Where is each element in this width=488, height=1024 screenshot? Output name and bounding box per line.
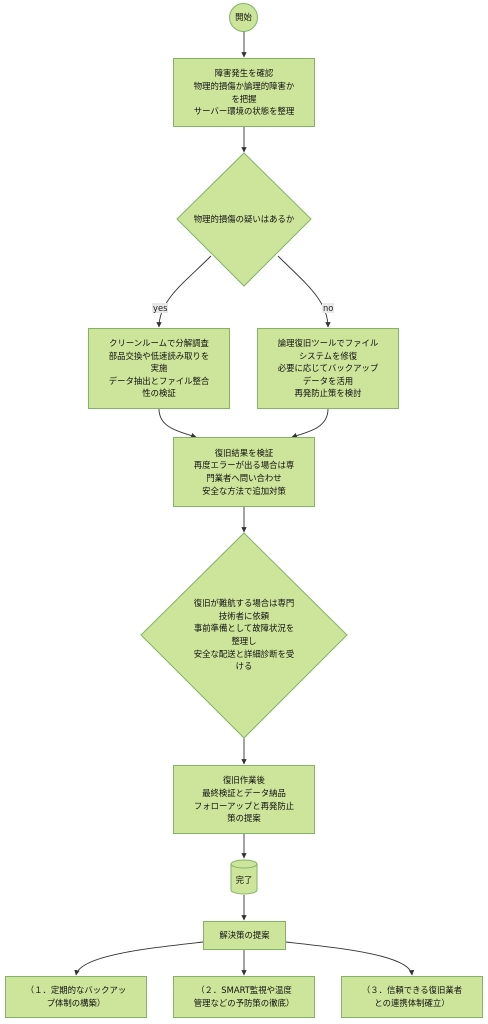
- edge-physical-verify: [158, 408, 197, 439]
- solution-1-node: （１．定期的なバックアッ プ体制の構築）: [5, 976, 147, 1018]
- proposal-node: 解決策の提案: [203, 921, 286, 950]
- physical-node: クリーンルームで分解調査 部品交換や低速読み取りを 実施 データ抽出とファイル整…: [88, 328, 230, 409]
- decision1-node: 物理的損傷の疑いはあるか: [177, 153, 311, 286]
- logical-label: 論理復旧ツールでファイル システムを修復 必要に応じてバックアップ データを活用…: [277, 338, 379, 399]
- confirm-label: 障害発生を確認 物理的損傷か論理的障害か を把握 サーバー環境の状態を整理: [193, 68, 295, 117]
- decision2-label: 復旧が難航する場合は専門 技術者に依頼 事前準備として故障状況を 整理し 安全な…: [193, 598, 295, 672]
- edge-no-label: no: [322, 303, 335, 313]
- decision2-diamond: [140, 532, 348, 739]
- solution-3-node: （３．信頼できる復旧業者 との連携体制確立）: [341, 976, 483, 1018]
- physical-label: クリーンルームで分解調査 部品交換や低速読み取りを 実施 データ抽出とファイル整…: [108, 338, 210, 399]
- logical-node: 論理復旧ツールでファイル システムを修復 必要に応じてバックアップ データを活用…: [257, 328, 399, 409]
- start-label: 開始: [235, 12, 252, 23]
- decision1-diamond: [176, 152, 312, 287]
- solution-1-label: （１．定期的なバックアッ プ体制の構築）: [25, 985, 127, 1008]
- edge-proposal-sol1: [74, 941, 204, 976]
- done-node: 完了: [231, 868, 257, 892]
- proposal-label: 解決策の提案: [219, 930, 270, 941]
- start-node: 開始: [229, 3, 258, 32]
- done-cylinder: [230, 859, 258, 895]
- after-label: 復旧作業後 最終検証とデータ納品 フォローアップと再発防止 策の提案: [193, 775, 295, 824]
- edge-proposal-sol3: [285, 941, 415, 976]
- verify-label: 復旧結果を検証 再度エラーが出る場合は専 門業者へ問い合わせ 安全な方法で追加対…: [193, 447, 295, 496]
- after-node: 復旧作業後 最終検証とデータ納品 フォローアップと再発防止 策の提案: [173, 765, 315, 834]
- edge-decision1-logical: [277, 255, 331, 328]
- confirm-node: 障害発生を確認 物理的損傷か論理的障害か を把握 サーバー環境の状態を整理: [173, 58, 315, 127]
- solution-2-node: （２．SMART監視や温度 管理などの予防策の徹底）: [173, 976, 315, 1018]
- solution-2-label: （２．SMART監視や温度 管理などの予防策の徹底）: [193, 985, 295, 1008]
- edge-logical-verify: [291, 408, 329, 439]
- done-label: 完了: [235, 874, 253, 885]
- decision2-node: 復旧が難航する場合は専門 技術者に依頼 事前準備として故障状況を 整理し 安全な…: [165, 575, 323, 695]
- edge-yes-label: yes: [152, 303, 169, 313]
- solution-3-label: （３．信頼できる復旧業者 との連携体制確立）: [361, 985, 463, 1008]
- edge-decision1-physical: [156, 255, 212, 328]
- decision1-label: 物理的損傷の疑いはあるか: [193, 214, 295, 225]
- verify-node: 復旧結果を検証 再度エラーが出る場合は専 門業者へ問い合わせ 安全な方法で追加対…: [173, 437, 315, 507]
